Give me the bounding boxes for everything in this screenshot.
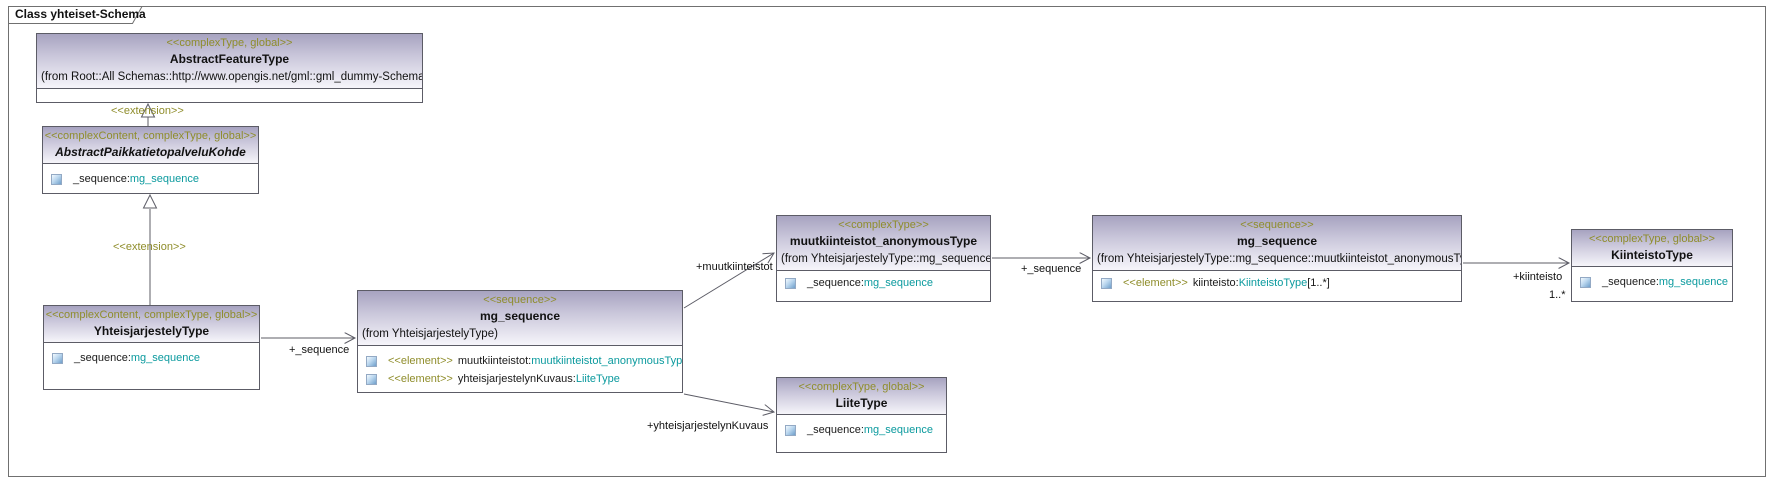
class-name: mg_sequence [479, 309, 561, 323]
attribute-icon [52, 352, 63, 364]
stereotype-label: <<complexType, global>> [1589, 233, 1715, 245]
class-abstractfeaturetype[interactable]: <<complexType, global>> AbstractFeatureT… [36, 33, 423, 103]
edge-multiplicity-kiinteisto: 1..* [1549, 289, 1566, 301]
attribute-icon [366, 355, 377, 367]
extension-triangle-icon [142, 193, 158, 209]
stereotype-label: <<sequence>> [483, 294, 557, 306]
stereotype-label: <<complexType>> [838, 219, 929, 231]
class-name: KiinteistoType [1611, 248, 1693, 262]
stereotype-label: <<complexType, global>> [798, 381, 925, 393]
class-mg-sequence-center[interactable]: <<sequence>> mg_sequence (from Yhteisjar… [357, 290, 683, 393]
stereotype-label: <<complexContent, complexType, global>> [45, 309, 258, 321]
edge-label-extension-bottom: <<extension>> [113, 241, 186, 253]
attribute-icon [785, 424, 796, 436]
attribute-row[interactable]: _sequence:mg_sequence [777, 421, 946, 439]
diagram-title: Class yhteiset-Schema [15, 7, 146, 21]
edge-label-muutkiinteistot: +muutkiinteistot [696, 261, 773, 273]
element-row[interactable]: <<element>> kiinteisto:KiinteistoType[1.… [1093, 274, 1461, 292]
edge-label-sequence-left: +_sequence [289, 344, 350, 356]
class-yhteisjarjestelytype[interactable]: <<complexContent, complexType, global>> … [43, 305, 260, 390]
class-muutkiinteistot-anonymoustype[interactable]: <<complexType>> muutkiinteistot_anonymou… [776, 215, 991, 302]
class-origin: (from YhteisjarjestelyType) [362, 328, 498, 340]
element-row[interactable]: <<element>> muutkiinteistot:muutkiinteis… [358, 352, 682, 370]
class-origin: (from YhteisjarjestelyType::mg_sequence:… [1097, 253, 1461, 265]
edge-label-yhteisjarjestelynkuvaus: +yhteisjarjestelynKuvaus [647, 420, 769, 432]
diagram-frame-tab [8, 6, 143, 24]
attribute-row[interactable]: _sequence:mg_sequence [777, 274, 990, 292]
attribute-icon [51, 173, 62, 185]
class-name: muutkiinteistot_anonymousType [789, 234, 978, 248]
edge-muutkiinteistot[interactable] [683, 253, 774, 309]
class-name: AbstractFeatureType [169, 52, 290, 66]
class-liitetype[interactable]: <<complexType, global>> LiiteType _seque… [776, 377, 947, 453]
attribute-row[interactable]: _sequence:mg_sequence [43, 170, 258, 188]
class-abstractpaikkatietopalvelukohde[interactable]: <<complexContent, complexType, global>> … [42, 126, 259, 194]
stereotype-label: <<complexType, global>> [166, 37, 293, 49]
stereotype-label: <<sequence>> [1240, 219, 1314, 231]
element-row[interactable]: <<element>> yhteisjarjestelynKuvaus:Liit… [358, 370, 682, 388]
empty-compartment [37, 89, 422, 102]
edge-label-kiinteisto: +kiinteisto [1513, 271, 1563, 283]
diagram-frame [8, 6, 1766, 477]
class-origin: (from YhteisjarjestelyType::mg_sequence) [781, 253, 990, 265]
attribute-icon [366, 373, 377, 385]
class-origin: (from Root::All Schemas::http://www.open… [41, 71, 422, 83]
class-name: AbstractPaikkatietopalveluKohde [55, 145, 246, 159]
class-name: mg_sequence [1236, 234, 1318, 248]
class-mg-sequence-right[interactable]: <<sequence>> mg_sequence (from Yhteisjar… [1092, 215, 1462, 302]
attribute-icon [785, 277, 796, 289]
attribute-icon [1101, 277, 1112, 289]
class-kiinteistotype[interactable]: <<complexType, global>> KiinteistoType _… [1571, 229, 1733, 302]
edge-label-extension-top: <<extension>> [111, 105, 184, 117]
edge-yhteisjarjestelynkuvaus[interactable] [683, 393, 774, 412]
attribute-icon [1580, 276, 1591, 288]
attribute-row[interactable]: _sequence:mg_sequence [44, 349, 259, 367]
edge-label-sequence-right: +_sequence [1021, 263, 1082, 275]
class-name: LiiteType [835, 396, 888, 410]
extension-triangle-icon [140, 102, 156, 118]
attribute-row[interactable]: _sequence:mg_sequence [1572, 273, 1732, 291]
stereotype-label: <<complexContent, complexType, global>> [44, 130, 257, 142]
class-name: YhteisjarjestelyType [93, 324, 210, 338]
